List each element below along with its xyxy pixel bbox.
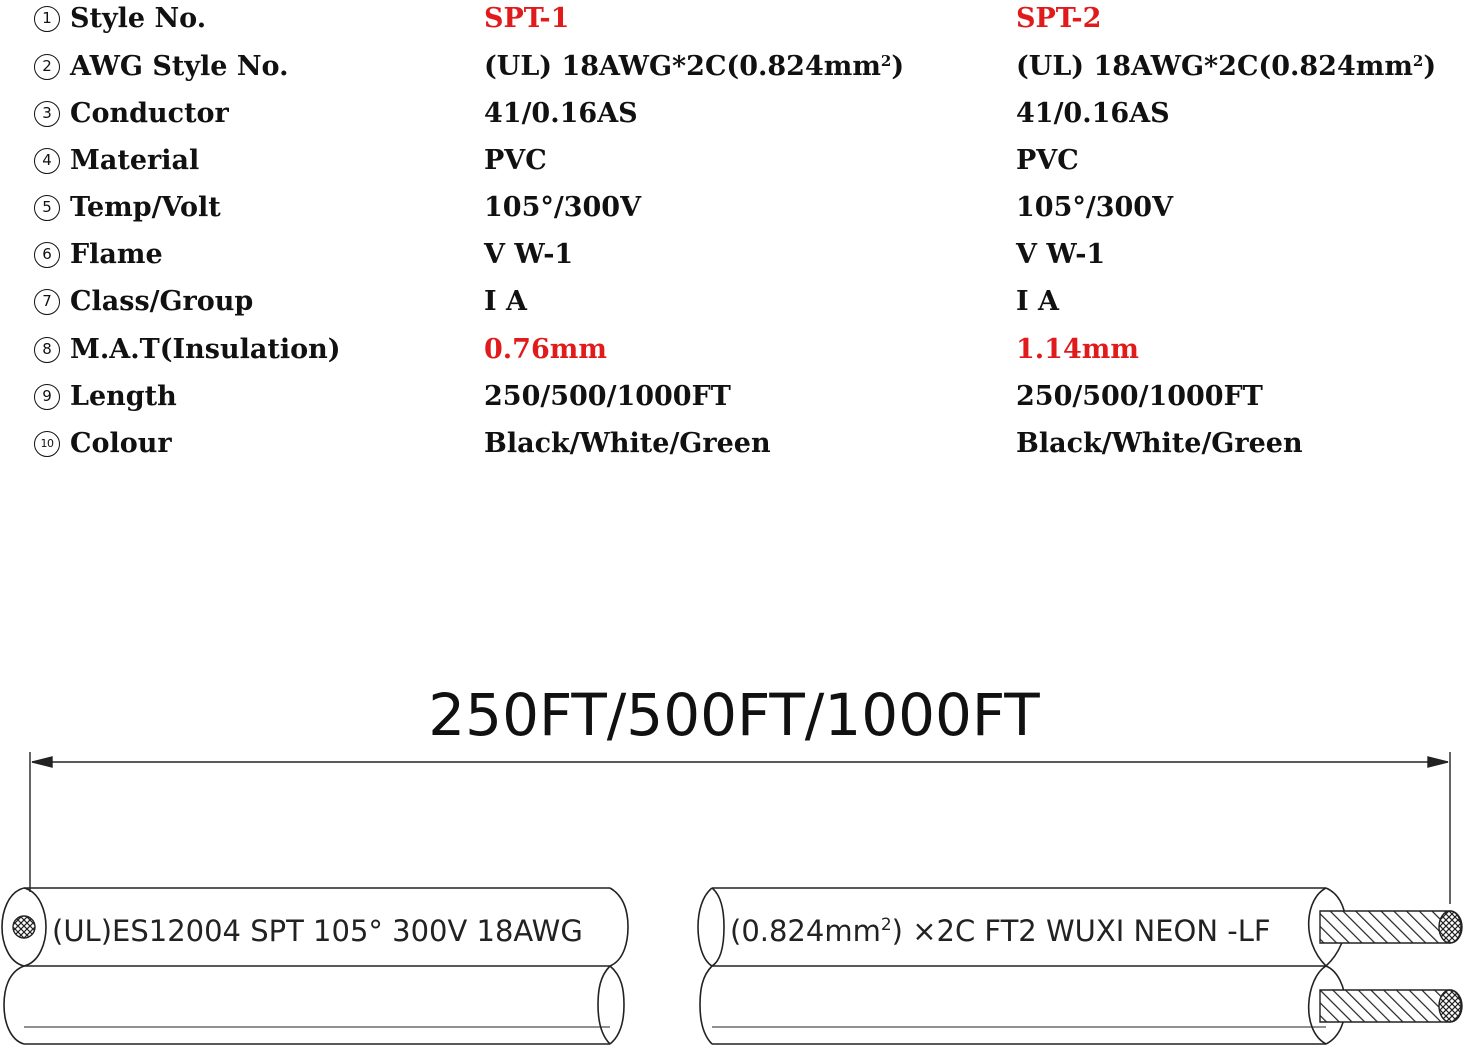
row-number-badge: 4 [34,148,60,174]
arrow-right-icon [1427,756,1449,768]
spec-value-text: I A [1016,286,1059,317]
spec-value-spt2: Black/White/Green [1016,427,1303,461]
spec-row: 7 Class/Group I A I A [0,285,1468,325]
spec-value-spt1: I A [484,285,527,319]
cable-print-right-post: ) ×2C FT2 WUXI NEON -LF [891,914,1271,948]
cable-segment-left [1,887,629,1045]
row-number-badge: 10 [34,431,60,457]
spec-label: M.A.T(Insulation) [70,334,341,365]
spec-row: 10 Colour Black/White/Green Black/White/Gre… [0,427,1468,467]
conductor-end-icon [12,915,36,939]
row-number-badge: 7 [34,289,60,315]
superscript: 2 [1412,52,1424,70]
spec-value-spt1: SPT-1 [484,2,569,36]
spec-value-text: PVC [1016,145,1079,176]
conductor-strands [1319,910,1463,1023]
cable-print-right: (0.824mm2) ×2C FT2 WUXI NEON -LF [730,913,1310,949]
spec-value-text: Black/White/Green [1016,428,1303,459]
spec-label: Conductor [70,98,229,129]
spec-value-spt2: 250/500/1000FT [1016,380,1263,414]
row-number-badge: 5 [34,195,60,221]
spec-row: 4 Material PVC PVC [0,144,1468,184]
spec-value-text: V W-1 [1016,239,1106,270]
spec-label: Class/Group [70,286,254,317]
row-number-badge: 1 [34,6,60,32]
spec-value-spt1: 105°/300V [484,191,641,225]
spec-value-text: 0.76mm [484,334,607,365]
row-number-badge: 3 [34,101,60,127]
cable-print-right-pre: (0.824mm [730,914,881,948]
row-number-badge: 9 [34,384,60,410]
spec-value-text: PVC [484,145,547,176]
spec-row: 5 Temp/Volt 105°/300V 105°/300V [0,191,1468,231]
spec-value-spt1: 250/500/1000FT [484,380,731,414]
spec-value-spt1: 0.76mm [484,333,607,367]
cable-print-left: (UL)ES12004 SPT 105° 300V 18AWG [52,913,583,949]
spec-row: 6 Flame V W-1 V W-1 [0,238,1468,278]
spec-value-spt2: (UL) 18AWG*2C(0.824mm2) [1016,50,1436,84]
spec-value-spt2: 105°/300V [1016,191,1173,225]
spec-value-text: (UL) 18AWG*2C(0.824mm [484,51,881,82]
spec-value-text: SPT-1 [484,3,570,34]
spec-label: Style No. [70,3,207,34]
spec-value-spt2: V W-1 [1016,238,1105,272]
spec-value-text: 41/0.16AS [1016,98,1170,129]
arrow-left-icon [31,756,53,768]
spec-label: Material [70,145,200,176]
cable-drawing [1,752,1463,1045]
row-number-badge: 8 [34,337,60,363]
superscript: 2 [880,52,892,70]
spec-row: 9 Length 250/500/1000FT 250/500/1000FT [0,380,1468,420]
spec-value-text: I A [484,286,527,317]
spec-table: 1 Style No. SPT-1 SPT-2 2 AWG Style No. (UL) 1… [0,0,1468,480]
cable-segment-right [697,887,1347,1045]
spec-value-spt2: I A [1016,285,1059,319]
spec-value-spt1: (UL) 18AWG*2C(0.824mm2) [484,50,904,84]
cable-print-left-text: (UL)ES12004 SPT 105° 300V 18AWG [52,914,583,948]
spec-row: 8 M.A.T(Insulation) 0.76mm 1.14mm [0,333,1468,373]
closing-paren: ) [891,51,905,82]
spec-row: 3 Conductor 41/0.16AS 41/0.16AS [0,97,1468,137]
spec-value-spt1: 41/0.16AS [484,97,638,131]
spec-value-text: SPT-2 [1016,3,1102,34]
spec-value-text: (UL) 18AWG*2C(0.824mm [1016,51,1413,82]
spec-label: Flame [70,239,163,270]
spec-value-spt2: PVC [1016,144,1079,178]
length-label: 250FT/500FT/1000FT [428,681,1040,749]
dimension-line [29,752,1451,904]
spec-value-text: 105°/300V [1016,192,1174,223]
spec-value-spt1: Black/White/Green [484,427,771,461]
spec-label: AWG Style No. [70,51,289,82]
spec-value-text: Black/White/Green [484,428,771,459]
spec-label: Temp/Volt [70,192,221,223]
spec-value-spt2: 1.14mm [1016,333,1139,367]
row-number-badge: 2 [34,54,60,80]
spec-value-text: V W-1 [484,239,574,270]
closing-paren: ) [1423,51,1437,82]
row-number-badge: 6 [34,242,60,268]
spec-value-text: 105°/300V [484,192,642,223]
spec-value-text: 250/500/1000FT [484,381,731,412]
spec-value-spt2: SPT-2 [1016,2,1101,36]
spec-label: Colour [70,428,172,459]
spec-value-spt1: PVC [484,144,547,178]
spec-value-text: 41/0.16AS [484,98,638,129]
cable-print-right-sup: 2 [880,915,892,935]
spec-value-spt1: V W-1 [484,238,573,272]
spec-label: Length [70,381,177,412]
spec-value-text: 250/500/1000FT [1016,381,1263,412]
spec-row: 1 Style No. SPT-1 SPT-2 [0,2,1468,42]
spec-value-text: 1.14mm [1016,334,1139,365]
spec-value-spt2: 41/0.16AS [1016,97,1170,131]
